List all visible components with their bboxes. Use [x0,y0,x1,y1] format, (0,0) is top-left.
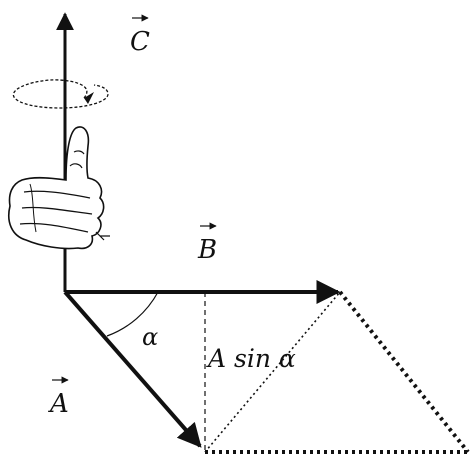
construction-lines [204,290,470,454]
dotted-right-edge [338,290,470,454]
angle-alpha-label: α [142,323,158,351]
angle-arc [106,291,159,337]
right-hand-thumbs-up-icon [8,126,110,250]
vector-a-arrow [63,290,202,448]
a-sin-alpha-label: A sin α [206,344,296,373]
label-c: C [130,14,150,57]
vector-c-label: C [130,27,150,57]
vector-a-label: A [48,389,69,419]
label-a: A [48,376,69,419]
label-b: B [197,222,217,265]
vector-b-label: B [197,235,217,265]
rotation-arrow-icon [12,79,109,109]
